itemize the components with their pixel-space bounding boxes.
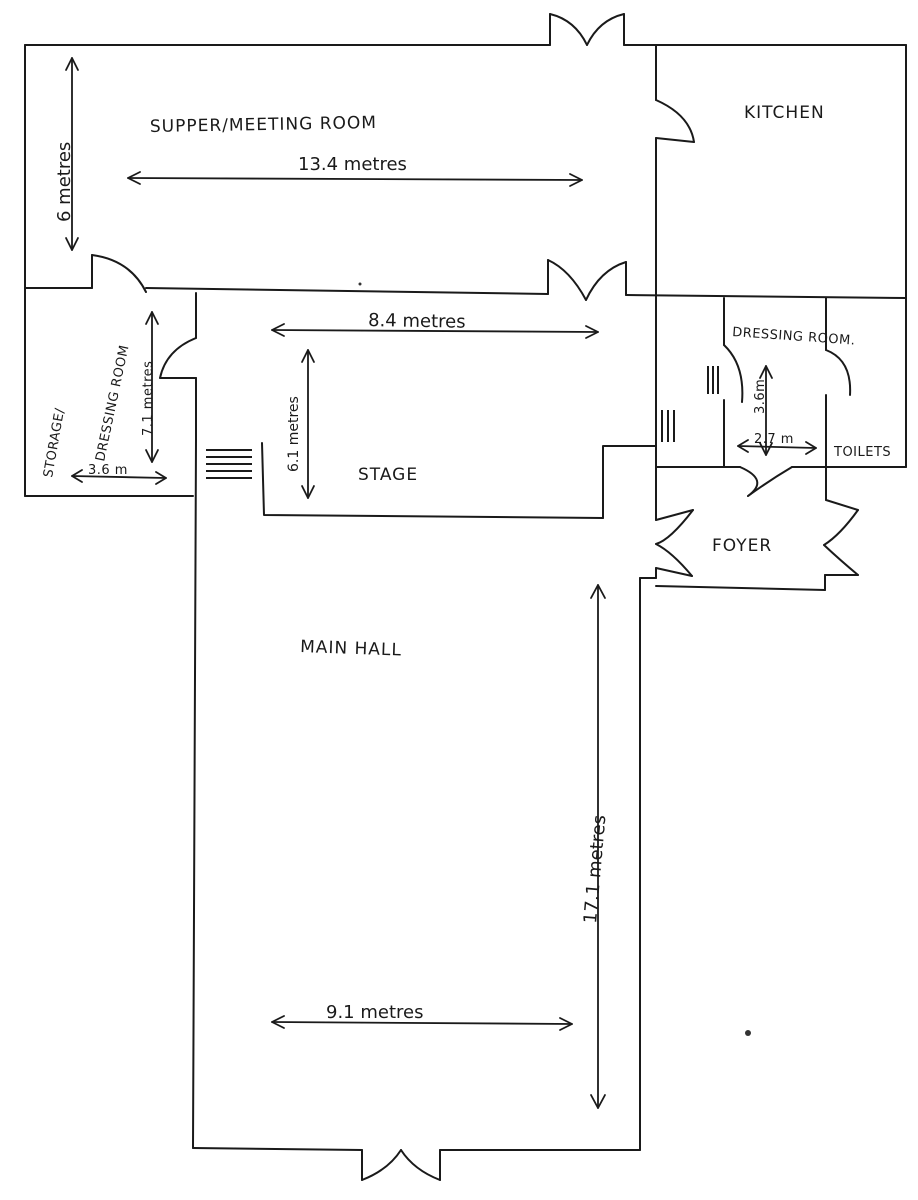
door-dressing-left — [159, 337, 197, 379]
label-dressing-left-width: 3.6 m — [88, 463, 128, 478]
dim-hall-length-arrow — [590, 584, 606, 1109]
label-main-hall: MAIN HALL — [300, 637, 402, 661]
right-wing-walls — [655, 297, 907, 591]
label-dressing-right-height: 3.6m — [753, 379, 768, 414]
double-door-main-hall — [361, 1149, 441, 1181]
speck — [358, 282, 362, 286]
steps-stage-right — [661, 410, 675, 442]
speck — [745, 1030, 751, 1036]
label-dressing-left-height: 7.1 metres — [141, 361, 156, 436]
label-supper-width: 13.4 metres — [298, 154, 407, 175]
double-door-foyer-left — [655, 509, 694, 577]
label-dressing-right: DRESSING ROOM. — [732, 325, 856, 349]
label-supper-height: 6 metres — [54, 142, 75, 222]
label-storage: STORAGE/ — [41, 407, 68, 479]
double-door-stage — [547, 259, 627, 301]
stage-steps — [206, 449, 252, 479]
dim-hall-width-arrow — [271, 1015, 573, 1031]
label-stage-depth: 6.1 metres — [286, 396, 302, 472]
dressing-left-walls — [24, 287, 197, 497]
label-dressing-right-width: 2.7 m — [754, 432, 794, 447]
dim-stage-width-arrow — [271, 323, 599, 339]
dim-dressing-left-width-arrow — [71, 469, 167, 485]
label-hall-length: 17.1 metres — [580, 814, 610, 924]
steps-dressing-right — [707, 366, 719, 394]
label-supper-room: SUPPER/MEETING ROOM — [150, 113, 377, 137]
label-toilets: TOILETS — [833, 445, 891, 460]
stage-walls — [192, 297, 657, 1149]
label-dressing-left: DRESSING ROOM — [93, 344, 132, 463]
label-kitchen: KITCHEN — [744, 103, 825, 123]
door-supper-left — [91, 254, 147, 293]
dim-stage-depth-arrow — [301, 349, 315, 499]
dim-dressing-right-width-arrow — [737, 439, 817, 455]
door-kitchen — [655, 99, 695, 143]
dim-supper-width-arrow — [127, 171, 583, 187]
door-dressing-right — [723, 344, 744, 403]
label-stage-width: 8.4 metres — [368, 310, 466, 333]
dim-supper-height-arrow — [65, 57, 79, 251]
supper-room-walls — [24, 44, 907, 299]
label-hall-width: 9.1 metres — [326, 1002, 423, 1023]
main-hall-walls — [192, 445, 657, 1151]
dim-dressing-left-height-arrow — [145, 311, 159, 463]
double-door-foyer-right — [823, 499, 859, 576]
label-foyer: FOYER — [712, 536, 772, 556]
door-foyer-dressing — [739, 466, 793, 497]
label-stage: STAGE — [358, 465, 418, 485]
double-door-top — [549, 13, 625, 46]
door-toilets — [825, 349, 852, 396]
